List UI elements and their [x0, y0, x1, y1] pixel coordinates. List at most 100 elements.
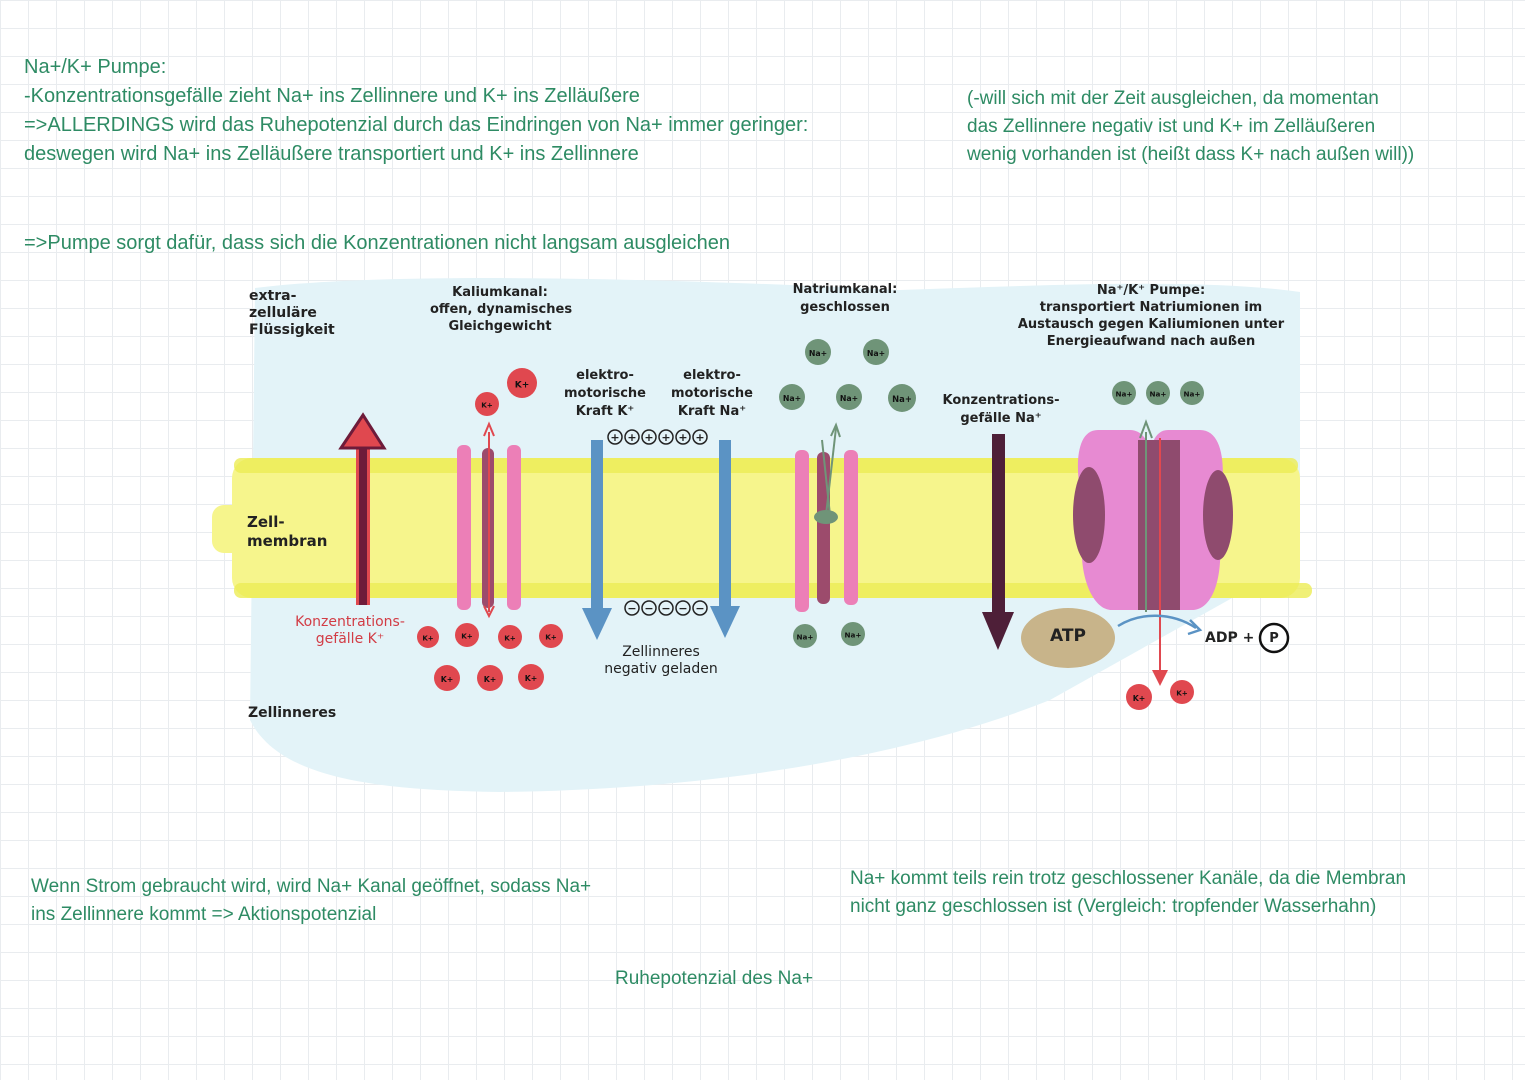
k-gradient-label: Konzentrations- gefälle K⁺ — [288, 614, 412, 648]
svg-text:Na+: Na+ — [1150, 390, 1167, 399]
na-ion: Na+ — [1180, 381, 1204, 405]
emf-na-label: elektro- motorische Kraft Na⁺ — [667, 367, 757, 421]
header-line: =>ALLERDINGS wird das Ruhepotenzial durc… — [24, 114, 809, 136]
label-line: transportiert Natriumionen im — [1039, 300, 1263, 315]
negative-charge: − — [675, 600, 691, 616]
bottom-right-notes: Na+ kommt teils rein trotz geschlossener… — [850, 865, 1406, 921]
note-line: Wenn Strom gebraucht wird, wird Na+ Kana… — [31, 876, 592, 897]
k-gradient-arrow — [338, 412, 387, 605]
positive-charges: ++++++ — [607, 429, 708, 445]
label-line: offen, dynamisches — [430, 302, 573, 317]
svg-text:+: + — [678, 431, 687, 444]
negative-charge: − — [692, 600, 708, 616]
svg-text:Na+: Na+ — [1184, 390, 1201, 399]
k-ion: K+ — [417, 626, 439, 648]
phosphate-label: P — [1262, 630, 1286, 647]
k-ion: K+ — [518, 664, 544, 690]
na-ion: Na+ — [888, 384, 916, 412]
label-line: Kraft K⁺ — [575, 404, 635, 419]
atp-text: ATP — [1050, 626, 1086, 646]
label-line: Kraft Na⁺ — [677, 404, 747, 419]
intracellular-label: Zellinneres — [248, 705, 336, 722]
svg-text:K+: K+ — [422, 634, 433, 642]
na-ion: Na+ — [793, 624, 817, 648]
negative-charge: − — [641, 600, 657, 616]
label-line: Flüssigkeit — [249, 322, 335, 338]
svg-text:−: − — [678, 602, 687, 615]
pump-label: Na⁺/K⁺ Pumpe: transportiert Natriumionen… — [1006, 282, 1296, 350]
atp-label: ATP — [1028, 628, 1108, 645]
label-line: Gleichgewicht — [448, 319, 552, 334]
svg-text:Na+: Na+ — [797, 633, 814, 642]
positive-charge: + — [692, 429, 708, 445]
label-line: elektro- — [576, 368, 634, 383]
svg-text:K+: K+ — [545, 633, 557, 642]
na-k-pump — [1073, 419, 1233, 686]
label-line: Zell- — [247, 513, 285, 531]
note-line: ins Zellinnere kommt => Aktionspotenzial — [31, 904, 377, 925]
svg-text:K+: K+ — [441, 675, 454, 684]
label-line: Zellinneres — [622, 644, 700, 660]
pump-note: =>Pumpe sorgt dafür, dass sich die Konze… — [24, 229, 730, 258]
negative-charge: − — [624, 600, 640, 616]
adp-text: ADP + — [1205, 630, 1255, 646]
svg-text:K+: K+ — [461, 632, 473, 641]
emf-arrows — [582, 440, 740, 640]
pump-line: =>Pumpe sorgt dafür, dass sich die Konze… — [24, 232, 730, 254]
label-line: motorische — [670, 386, 753, 401]
positive-charge: + — [624, 429, 640, 445]
k-ion: K+ — [498, 625, 522, 649]
svg-text:Na+: Na+ — [783, 394, 801, 403]
header-notes: Na+/K+ Pumpe: -Konzentrationsgefälle zie… — [24, 53, 808, 169]
svg-text:Na+: Na+ — [809, 349, 827, 358]
na-ion: Na+ — [779, 384, 805, 410]
k-ion: K+ — [1126, 684, 1152, 710]
atp-blob — [1021, 608, 1115, 668]
na-channel-label: Natriumkanal: geschlossen — [786, 281, 904, 317]
svg-text:−: − — [627, 602, 636, 615]
svg-text:+: + — [644, 431, 653, 444]
na-gradient-arrow — [982, 434, 1014, 650]
svg-text:−: − — [644, 602, 653, 615]
membrane-label: Zell- membran — [247, 513, 327, 551]
positive-charge: + — [658, 429, 674, 445]
na-ion: Na+ — [836, 384, 862, 410]
svg-text:+: + — [661, 431, 670, 444]
k-ion: K+ — [539, 624, 563, 648]
na-ion: Na+ — [863, 339, 889, 365]
svg-text:K+: K+ — [525, 674, 538, 683]
k-ion: K+ — [455, 623, 479, 647]
side-line: wenig vorhanden ist (heißt dass K+ nach … — [967, 144, 1415, 165]
inside-negative-label: Zellinneres negativ geladen — [598, 644, 724, 678]
label-line: elektro- — [683, 368, 741, 383]
ions-layer: K+K+K+K+K+K+K+K+K+K+K+Na+Na+Na+Na+Na+Na+… — [417, 339, 1204, 710]
label-line: Natriumkanal: — [792, 282, 898, 297]
label-line: motorische — [563, 386, 646, 401]
membrane — [212, 458, 1312, 598]
svg-text:Na+: Na+ — [845, 631, 862, 640]
label-line: geschlossen — [800, 300, 890, 315]
note-line: nicht ganz geschlossen ist (Vergleich: t… — [850, 896, 1377, 917]
positive-charge: + — [607, 429, 623, 445]
svg-text:−: − — [695, 602, 704, 615]
header-title: Na+/K+ Pumpe: — [24, 56, 167, 78]
label-line: Konzentrations- — [942, 393, 1060, 408]
k-ion: K+ — [507, 368, 537, 398]
positive-charge: + — [641, 429, 657, 445]
svg-text:K+: K+ — [1133, 694, 1146, 703]
label-line: Austausch gegen Kaliumionen unter — [1017, 317, 1285, 332]
na-gradient-label: Konzentrations- gefälle Na⁺ — [940, 392, 1062, 428]
na-ion: Na+ — [805, 339, 831, 365]
label-line: Energieaufwand nach außen — [1046, 334, 1256, 349]
svg-text:K+: K+ — [515, 381, 530, 391]
side-line: das Zellinnere negativ ist und K+ im Zel… — [967, 116, 1376, 137]
negative-charge: − — [658, 600, 674, 616]
svg-text:+: + — [695, 431, 704, 444]
footer-title-text: Ruhepotenzial des Na+ — [615, 968, 814, 989]
label-line: gefälle Na⁺ — [960, 411, 1042, 426]
positive-charge: + — [675, 429, 691, 445]
label-line: extra- — [249, 288, 297, 304]
svg-text:Na+: Na+ — [867, 349, 885, 358]
label-line: Kaliumkanal: — [452, 285, 548, 300]
